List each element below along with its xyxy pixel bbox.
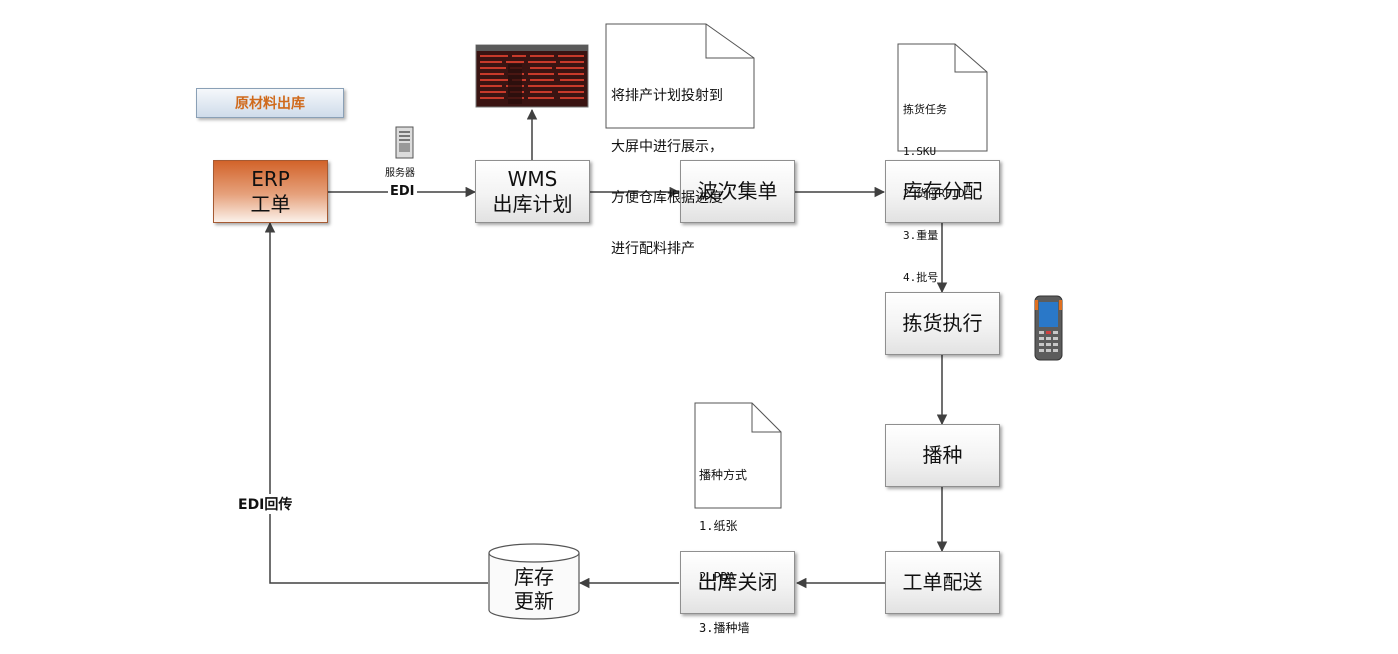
server-icon [395, 126, 414, 159]
screen-note-shape [605, 23, 755, 129]
pick-task-note-text: 拣货任务 1.SKU 2.货位RFID 3.重量 4.批号 [903, 75, 965, 299]
close-node-label: 出库关闭 [697, 570, 778, 594]
pda-icon [1034, 295, 1063, 361]
screen-note-line: 将排产计划投射到 [611, 88, 723, 104]
big-screen-image [475, 44, 589, 108]
pick-node-label: 拣货执行 [902, 311, 983, 335]
screen-note-line: 进行配料排产 [611, 241, 695, 257]
sow-method-note-line: 2.PDA [699, 570, 736, 584]
inventory-update-node[interactable]: 库存 更新 [489, 560, 579, 618]
sow-method-note-line: 1.纸张 [699, 519, 738, 533]
wms-node-line2: 出库计划 [492, 191, 573, 216]
pick-task-note-line: 3.重量 [903, 229, 939, 242]
erp-workorder-node[interactable]: ERP 工单 [213, 160, 328, 223]
edi-return-label: EDI回传 [236, 494, 295, 514]
wave-node-label: 波次集单 [697, 179, 778, 203]
arrow-update-to-erp [264, 221, 488, 584]
screen-note-line: 大屏中进行展示， [611, 139, 723, 155]
wms-node-line1: WMS [507, 166, 558, 191]
sow-method-note-shape [694, 402, 782, 509]
deliver-node-label: 工单配送 [902, 570, 983, 594]
server-label: 服务器 [385, 168, 415, 179]
wms-outbound-plan-node[interactable]: WMS 出库计划 [475, 160, 590, 223]
inventory-allocation-node[interactable]: 库存分配 [885, 160, 1000, 223]
update-node-line1: 库存 [514, 565, 554, 589]
inventory-update-cylinder-shape [488, 543, 580, 620]
sowing-node[interactable]: 播种 [885, 424, 1000, 487]
sow-method-note-text: 播种方式 1.纸张 2.PDA 3.播种墙 [699, 433, 749, 654]
pick-task-note-line: 2.货位RFID [903, 187, 965, 200]
outbound-close-node[interactable]: 出库关闭 [680, 551, 795, 614]
wave-picking-node[interactable]: 波次集单 [680, 160, 795, 223]
pick-task-note-shape [897, 43, 988, 152]
screen-note-line: 方便仓库根据进度 [611, 190, 723, 206]
erp-node-line2: 工单 [250, 191, 291, 216]
erp-node-line1: ERP [251, 166, 290, 191]
edi-label: EDI [388, 184, 417, 199]
alloc-node-label: 库存分配 [902, 179, 983, 203]
update-node-line2: 更新 [514, 589, 554, 613]
page-title-tag: 原材料出库 [196, 88, 344, 118]
picking-execution-node[interactable]: 拣货执行 [885, 292, 1000, 355]
screen-note-text: 将排产计划投射到 大屏中进行展示， 方便仓库根据进度 进行配料排产 [611, 54, 723, 275]
sow-node-label: 播种 [922, 443, 963, 467]
workorder-delivery-node[interactable]: 工单配送 [885, 551, 1000, 614]
pick-task-note-line: 拣货任务 [903, 103, 947, 116]
sow-method-note-line: 3.播种墙 [699, 621, 750, 635]
pick-task-note-line: 1.SKU [903, 145, 937, 158]
pick-task-note-line: 4.批号 [903, 271, 939, 284]
sow-method-note-line: 播种方式 [699, 468, 748, 482]
